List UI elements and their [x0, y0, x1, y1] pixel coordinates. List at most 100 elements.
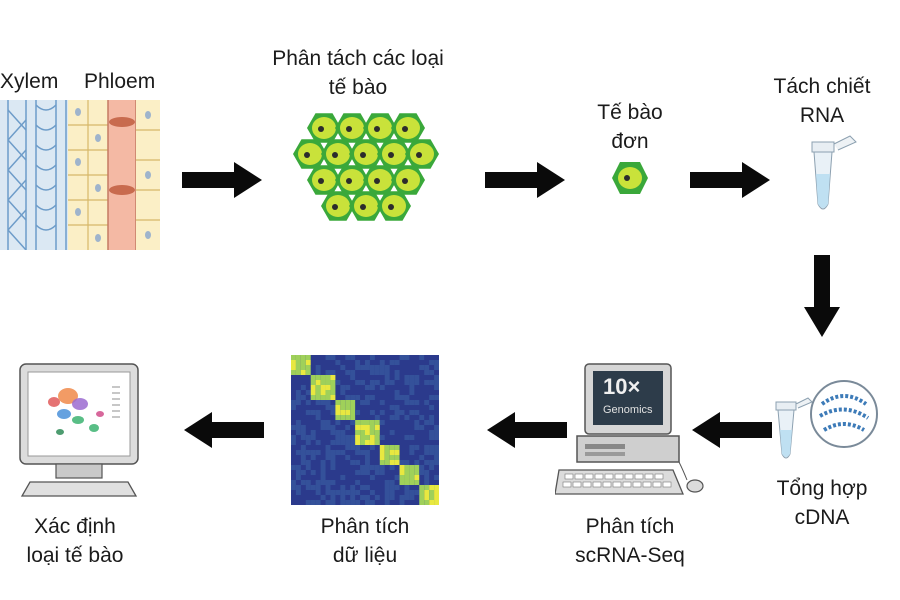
heatmap-cell: [325, 455, 331, 460]
heatmap-cell: [320, 465, 326, 470]
heatmap-cell: [384, 445, 390, 450]
heatmap-cell: [384, 370, 390, 375]
heatmap-cell: [404, 395, 410, 400]
heatmap-cell: [399, 395, 405, 400]
heatmap-cell: [404, 435, 410, 440]
heatmap-cell: [295, 485, 301, 490]
heatmap-cell: [305, 480, 311, 485]
heatmap-cell: [424, 450, 430, 455]
cell-body: [298, 143, 322, 165]
heatmap-cell: [394, 405, 400, 410]
heatmap-cell: [325, 445, 331, 450]
heatmap-cell: [350, 490, 356, 495]
arrow-right-icon: [485, 162, 565, 198]
heatmap-cell: [409, 390, 415, 395]
heatmap-cell: [404, 485, 410, 490]
heatmap-cell: [350, 420, 356, 425]
heatmap-cell: [384, 495, 390, 500]
heatmap-cell: [369, 500, 375, 505]
heatmap-cell: [355, 440, 361, 445]
heatmap-cell: [369, 370, 375, 375]
heatmap-cell: [310, 385, 316, 390]
heatmap-cell: [365, 495, 370, 500]
heatmap-cell: [320, 480, 326, 485]
cell-body: [354, 195, 378, 217]
heatmap-cell: [374, 425, 380, 430]
heatmap-cell: [340, 410, 346, 415]
cell-body: [410, 143, 434, 165]
heatmap-cell: [369, 490, 375, 495]
heatmap-cell: [330, 405, 336, 410]
heatmap-cell: [365, 485, 370, 490]
heatmap-cell: [404, 470, 410, 475]
cell-body: [396, 169, 420, 191]
heatmap-cell: [414, 490, 420, 495]
heatmap-cell: [335, 440, 341, 445]
heatmap-cell: [315, 365, 321, 370]
heatmap-cell: [310, 435, 316, 440]
heatmap-cell: [315, 415, 321, 420]
heatmap-cell: [409, 465, 415, 470]
heatmap-cell: [379, 360, 385, 365]
cell-nucleus: [332, 204, 338, 210]
heatmap-cell: [300, 365, 306, 370]
heatmap-cell: [399, 475, 405, 480]
heatmap-cell: [389, 480, 395, 485]
heatmap-cell: [365, 400, 370, 405]
heatmap-cell: [429, 430, 435, 435]
heatmap-cell: [360, 440, 365, 445]
result-monitor-illustration: [19, 363, 139, 497]
heatmap-cell: [340, 400, 346, 405]
heatmap-cell: [300, 480, 306, 485]
heatmap-cell: [295, 400, 301, 405]
heatmap-cell: [434, 490, 439, 495]
heatmap-cell: [369, 440, 375, 445]
heatmap-cell: [414, 470, 420, 475]
heatmap-cell: [429, 450, 435, 455]
monitor-brand-small: Genomics: [603, 404, 653, 416]
cell-nucleus: [332, 152, 338, 158]
heatmap-cell: [429, 435, 435, 440]
heatmap-cell: [355, 500, 361, 505]
heatmap-cell: [419, 490, 425, 495]
heatmap-cell: [320, 380, 326, 385]
cell-body: [382, 143, 406, 165]
heatmap-cell: [424, 400, 430, 405]
heatmap-cell: [330, 500, 336, 505]
heatmap-cell: [295, 425, 301, 430]
heatmap-cell: [365, 450, 370, 455]
heatmap-cell: [305, 465, 311, 470]
heatmap-cell: [330, 375, 336, 380]
heatmap-cell: [305, 460, 311, 465]
heatmap-cell: [330, 490, 336, 495]
heatmap-cell: [295, 360, 301, 365]
heatmap-cell: [409, 385, 415, 390]
heatmap-cell: [399, 465, 405, 470]
heatmap-cell: [315, 385, 321, 390]
heatmap-cell: [384, 365, 390, 370]
heatmap-cell: [429, 445, 435, 450]
heatmap-cell: [340, 475, 346, 480]
heatmap-cell: [300, 425, 306, 430]
heatmap-cell: [310, 450, 316, 455]
heatmap-cell: [291, 405, 296, 410]
heatmap-cell: [291, 435, 296, 440]
arrow-left-icon: [487, 412, 567, 448]
heatmap-cell: [414, 425, 420, 430]
cell-body: [312, 169, 336, 191]
heatmap-cell: [305, 450, 311, 455]
heatmap-cell: [350, 400, 356, 405]
heatmap-cell: [369, 435, 375, 440]
heatmap-cell: [379, 460, 385, 465]
heatmap-cell: [300, 395, 306, 400]
heatmap-cell: [434, 435, 439, 440]
heatmap-cell: [399, 355, 405, 360]
heatmap-cell: [300, 435, 306, 440]
heatmap-cell: [369, 425, 375, 430]
heatmap-cell: [330, 425, 336, 430]
heatmap-cell: [315, 410, 321, 415]
heatmap-cell: [310, 430, 316, 435]
heatmap-cell: [369, 445, 375, 450]
